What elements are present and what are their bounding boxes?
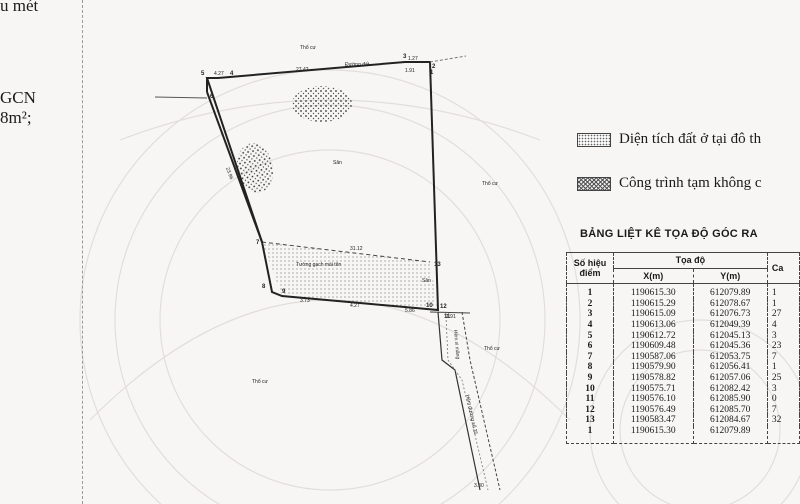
dim-bottom-2: 4.27 <box>350 303 360 309</box>
point-11: 11 <box>444 314 451 320</box>
point-12: 12 <box>440 304 447 310</box>
dim-top-left: 4.27 <box>214 71 224 77</box>
dim-house-top: 31.12 <box>350 246 363 252</box>
alley-right-edge <box>461 311 501 491</box>
label-tho-cu-right-top: Thổ cư <box>482 180 499 187</box>
label-yard-bottom: Sân <box>422 278 431 284</box>
dim-top-right: 1.27 <box>408 56 418 62</box>
alley-left-edge <box>437 311 481 491</box>
point-8: 8 <box>262 284 266 290</box>
legend-temporary-structure: Công trình tạm không c <box>577 175 762 192</box>
dim-alley-width: 3.30 <box>474 483 484 489</box>
left-text-fragment-1: u mét <box>0 0 39 15</box>
header-point: Số hiệu điểm <box>566 251 614 285</box>
dots-pattern-icon <box>577 132 611 147</box>
point-4: 4 <box>230 71 234 77</box>
residential-area <box>262 242 438 310</box>
point-13: 13 <box>434 262 441 268</box>
label-alley-road: Hẻm đường số 25 <box>464 394 478 435</box>
label-house: Tường gạch mái tôn <box>296 262 341 268</box>
header-coords: Tọa độ <box>612 252 768 269</box>
point-10: 10 <box>426 303 433 309</box>
page-fold-line <box>82 0 83 504</box>
header-y: Y(m) <box>692 267 768 285</box>
temporary-structure-left <box>236 143 274 193</box>
label-yard-top: Sân <box>333 160 342 166</box>
plot-boundary <box>205 61 440 312</box>
hatch-pattern-icon <box>577 176 611 191</box>
dim-bottom-3: 5.86 <box>405 308 415 314</box>
dim-bottom-1: 3.73 <box>300 298 310 304</box>
header-x: X(m) <box>612 267 694 285</box>
point-2: 2 <box>432 64 436 70</box>
point-1: 1 <box>430 70 434 76</box>
point-3: 3 <box>403 54 407 60</box>
dim-left-edge: 23.96 <box>224 167 234 181</box>
point-5: 5 <box>201 71 205 77</box>
legend-label: Diện tích đất ở tại đô th <box>619 131 762 147</box>
dim-top-right-b: 1.91 <box>405 68 415 74</box>
point-6: 6 <box>210 94 214 100</box>
label-tho-cu-right-bottom: Thổ cư <box>484 345 501 352</box>
point-7: 7 <box>256 240 260 246</box>
temporary-structure-top <box>292 86 352 122</box>
label-road-top: Đường đất <box>345 62 370 68</box>
header-length: Ca <box>766 251 800 285</box>
label-alley: Hẻm xi măng <box>452 330 461 360</box>
legend-residential-land: Diện tích đất ở tại đô th <box>577 131 761 148</box>
dim-bottom-4: 1.91 <box>446 314 456 320</box>
left-text-fragment-3: 8m²; <box>0 108 32 127</box>
point-9: 9 <box>282 289 286 295</box>
coord-table-title: BẢNG LIỆT KÊ TỌA ĐỘ GÓC RA <box>580 228 758 240</box>
label-tho-cu-top: Thổ cư <box>300 44 317 51</box>
dim-top-edge: 27.42 <box>296 67 309 73</box>
label-tho-cu-left-bottom: Thổ cư <box>252 378 269 385</box>
left-text-fragment-2: GCN <box>0 88 36 107</box>
legend-label: Công trình tạm không c <box>619 175 762 191</box>
